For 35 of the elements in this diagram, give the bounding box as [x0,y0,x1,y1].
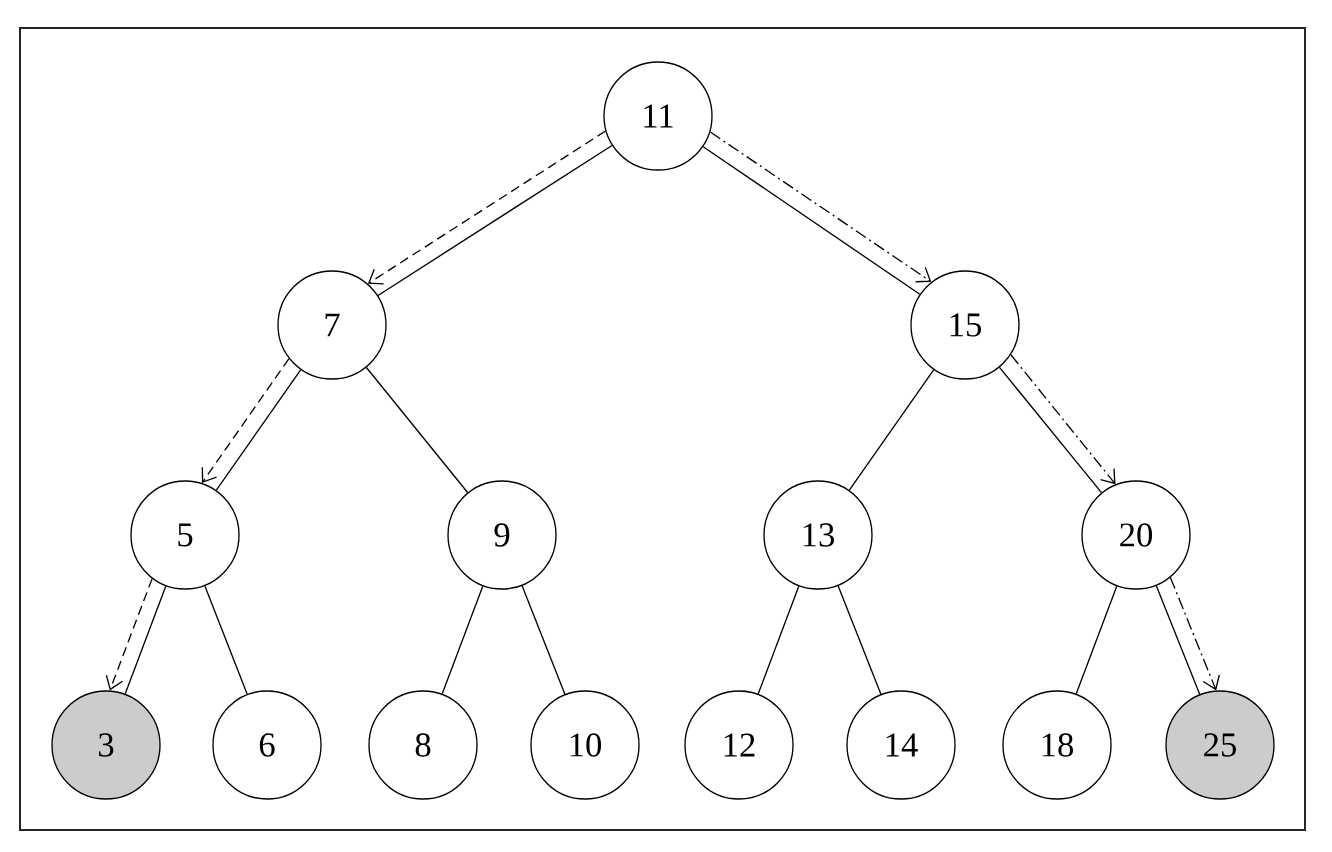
search-arrow [201,358,290,483]
tree-edge [1155,585,1201,695]
tree-edge [1075,585,1118,695]
tree-node: 6 [212,690,322,800]
search-arrow [105,578,153,691]
tree-edge [848,369,935,491]
tree-node: 5 [130,480,240,590]
tree-node: 11 [603,61,713,171]
search-arrow [1169,576,1220,691]
tree-node: 12 [684,690,794,800]
tree-node: 25 [1165,690,1275,800]
tree-edge [124,585,167,695]
tree-edge [757,585,800,695]
tree-node: 14 [846,690,956,800]
search-arrow [367,130,607,285]
tree-edge [702,146,921,295]
tree-node: 7 [277,270,387,380]
tree-node: 3 [51,690,161,800]
tree-node: 20 [1081,480,1191,590]
tree-node: 15 [910,270,1020,380]
tree-edge [377,144,613,297]
tree-node: 13 [763,480,873,590]
tree-node: 8 [368,690,478,800]
tree-node: 10 [530,690,640,800]
tree-node: 9 [447,480,557,590]
tree-edge [521,585,566,695]
tree-edge [441,585,484,695]
tree-edge [215,369,302,491]
tree-edge [204,585,248,695]
search-arrow [1010,354,1116,485]
tree-edge [365,366,469,494]
tree-node: 18 [1002,690,1112,800]
search-arrow [709,131,932,283]
tree-edge [998,366,1103,494]
tree-edge [837,585,882,695]
